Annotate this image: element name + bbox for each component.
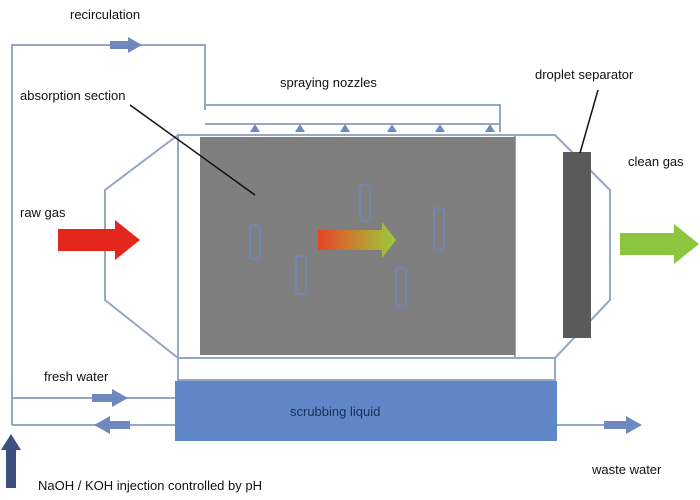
scrubbing-liquid-sump bbox=[175, 381, 557, 441]
clean-gas-arrow-icon bbox=[620, 224, 699, 264]
up-arrow-icon bbox=[359, 184, 371, 222]
up-arrow-icon bbox=[395, 267, 407, 307]
lower-band bbox=[177, 357, 556, 381]
fresh-water-label: fresh water bbox=[44, 369, 109, 384]
droplet-separator bbox=[563, 152, 591, 338]
up-arrow-icon bbox=[295, 255, 307, 295]
recirculation-arrow-icon bbox=[110, 37, 142, 53]
scrubbing-liquid-label: scrubbing liquid bbox=[290, 404, 381, 419]
raw-gas-arrow-icon bbox=[58, 220, 140, 260]
spray-nozzle bbox=[485, 124, 495, 132]
spray-nozzle bbox=[340, 124, 350, 132]
clean-gas-label: clean gas bbox=[628, 154, 684, 169]
injection-arrow-icon bbox=[1, 434, 21, 488]
recirculation-pipe bbox=[11, 44, 206, 425]
outlet-hood bbox=[514, 134, 611, 359]
absorption-leader-line bbox=[129, 104, 256, 196]
separator-leader-line bbox=[579, 89, 599, 154]
recirculation-label: recirculation bbox=[70, 7, 141, 22]
raw-gas-label: raw gas bbox=[20, 205, 66, 220]
droplet-separator-label: droplet separator bbox=[535, 67, 634, 82]
spray-nozzle bbox=[295, 124, 305, 132]
spray-nozzle bbox=[435, 124, 445, 132]
up-arrow-icon bbox=[433, 207, 445, 251]
waste-water-label: waste water bbox=[592, 462, 662, 477]
gas-flow-arrow-icon bbox=[318, 222, 396, 258]
waste-water-arrow-icon bbox=[604, 416, 642, 434]
bubbles bbox=[249, 184, 445, 307]
injection-note-label: NaOH / KOH injection controlled by pH bbox=[38, 478, 262, 493]
up-arrow-icon bbox=[249, 224, 261, 260]
spray-nozzle bbox=[250, 124, 260, 132]
spraying-nozzles-label: spraying nozzles bbox=[280, 75, 377, 90]
absorption-section-label: absorption section bbox=[20, 88, 126, 103]
fresh-water-arrow-icon bbox=[92, 389, 128, 407]
spray-header-pipe bbox=[204, 104, 501, 132]
return-arrow-icon bbox=[94, 416, 130, 434]
spray-nozzle bbox=[387, 124, 397, 132]
spray-nozzles bbox=[250, 124, 495, 132]
